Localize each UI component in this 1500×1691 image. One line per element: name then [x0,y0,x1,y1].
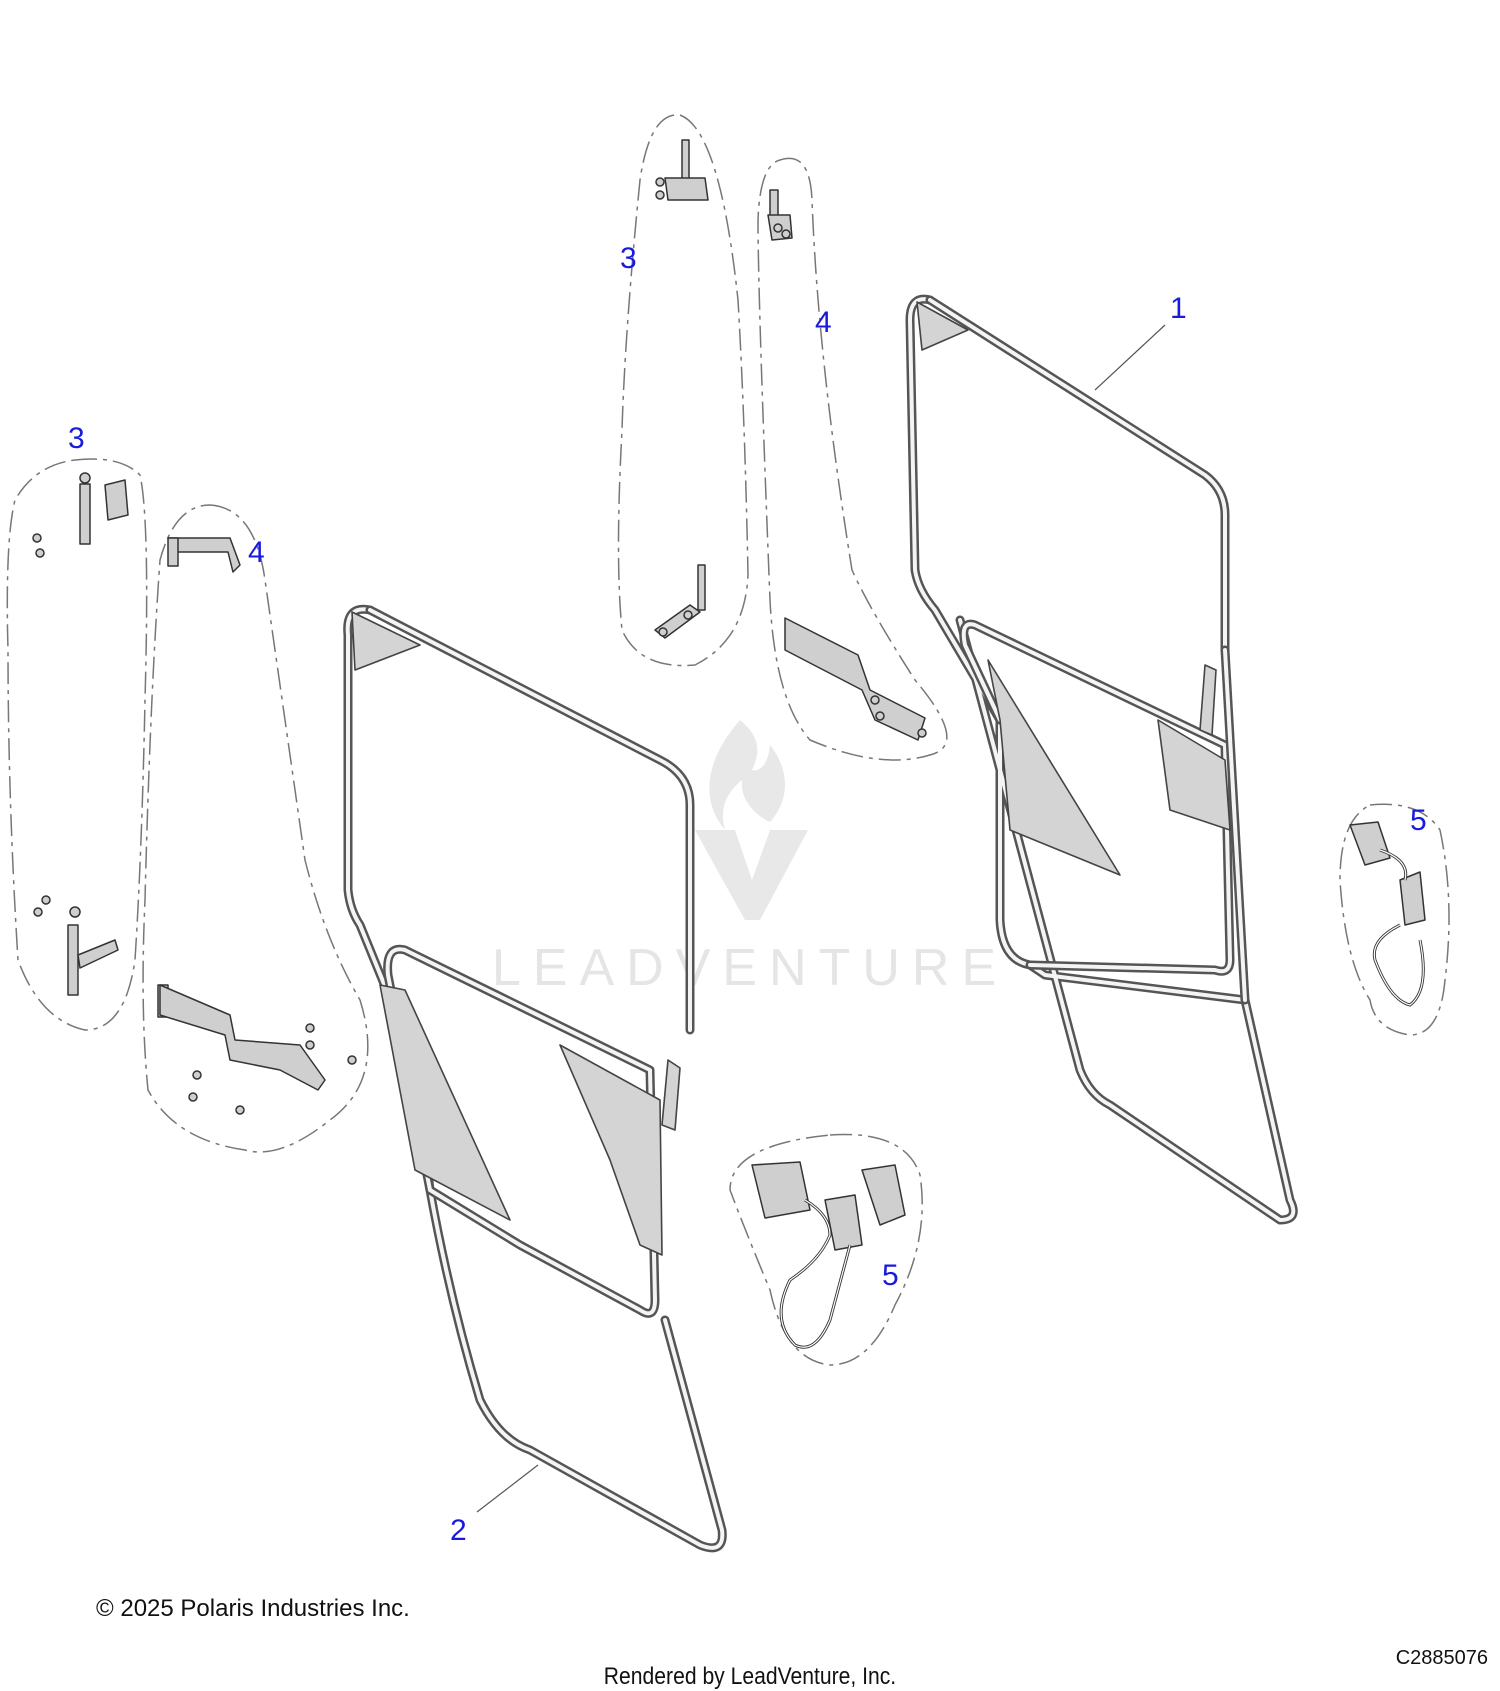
hinge-kit-left[interactable] [6,458,148,1031]
hinge-bracket-left[interactable] [142,504,369,1153]
callout-2[interactable]: 2 [450,1514,467,1547]
watermark: LEADVENTURE [492,720,1008,997]
hinge-bracket-upper[interactable] [757,157,948,761]
hinge-kit-upper[interactable] [617,114,749,667]
rendered-by-text: Rendered by LeadVenture, Inc. [603,1663,897,1690]
callout-4-left[interactable]: 4 [248,536,265,569]
callout-3-left[interactable]: 3 [68,422,85,455]
callout-5-right[interactable]: 5 [1410,804,1427,837]
leader-line-2 [476,1464,539,1513]
door-frame-left[interactable] [343,604,727,1553]
callout-4-upper[interactable]: 4 [815,306,832,339]
copyright-text: © 2025 Polaris Industries Inc. [96,1595,410,1622]
diagram-code: C2885076 [1395,1647,1488,1669]
watermark-text: LEADVENTURE [492,939,1008,997]
latch-assembly-center[interactable] [729,1133,923,1366]
callout-1[interactable]: 1 [1170,292,1187,325]
watermark-flame-icon [695,720,808,920]
door-frame-right[interactable] [905,294,1298,1225]
latch-assembly-right[interactable] [1339,803,1450,1036]
leader-line-1 [1094,324,1166,391]
callout-3-upper[interactable]: 3 [620,242,637,275]
callout-5-center[interactable]: 5 [882,1259,899,1292]
